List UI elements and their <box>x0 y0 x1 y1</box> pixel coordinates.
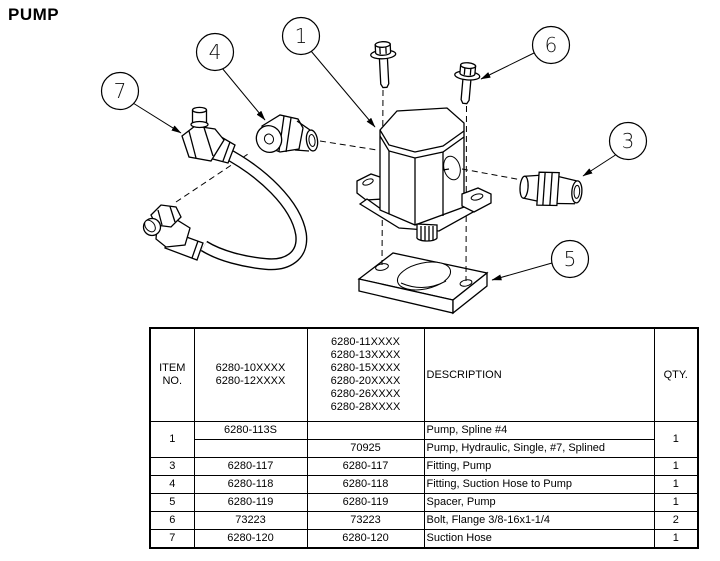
callout-1: 1 <box>281 16 321 56</box>
parts-table: ITEM NO. 6280-10XXXX 6280-12XXXX 6280-11… <box>149 327 699 549</box>
spacer-plate <box>357 252 489 315</box>
flange-bolt <box>454 62 481 105</box>
callout-7: 7 <box>100 71 140 111</box>
table-row: 6 73223 73223 Bolt, Flange 3/8-16x1-1/4 … <box>149 511 699 530</box>
qty-cell: 2 <box>653 511 699 530</box>
leader-line-3 <box>582 153 618 177</box>
item-cell: 6 <box>149 511 195 530</box>
part-b-cell: 70925 <box>306 439 425 458</box>
port-align-line <box>461 168 523 181</box>
description-cell: Bolt, Flange 3/8-16x1-1/4 <box>423 511 655 530</box>
header-qty: QTY. <box>653 327 699 422</box>
header-description: DESCRIPTION <box>423 327 655 422</box>
part-a-cell: 73223 <box>193 511 308 530</box>
hose-lower-fitting <box>142 204 204 261</box>
qty-cell: 1 <box>653 421 699 458</box>
elbow-fitting <box>255 114 319 154</box>
hose-upper-fitting <box>181 106 236 164</box>
part-a-cell <box>193 439 308 458</box>
leader-line-1 <box>310 50 376 128</box>
description-cell: Pump, Spline #4 <box>423 421 655 440</box>
table-row: 3 6280-117 6280-117 Fitting, Pump 1 <box>149 457 699 476</box>
leader-line-6 <box>480 52 535 80</box>
part-a-cell: 6280-113S <box>193 421 308 440</box>
part-b-cell: 6280-117 <box>306 457 425 476</box>
item-cell: 3 <box>149 457 195 476</box>
part-b-cell: 6280-118 <box>306 475 425 494</box>
table-row: 70925 Pump, Hydraulic, Single, #7, Splin… <box>150 439 698 458</box>
qty-cell: 1 <box>653 475 699 494</box>
svg-text:7: 7 <box>114 79 127 103</box>
svg-text:5: 5 <box>564 247 577 271</box>
leader-line-4 <box>221 67 266 121</box>
description-cell: Fitting, Pump <box>423 457 655 476</box>
table-row: 5 6280-119 6280-119 Spacer, Pump 1 <box>149 493 699 512</box>
suction-hose <box>142 106 308 271</box>
description-cell: Fitting, Suction Hose to Pump <box>423 475 655 494</box>
header-item-no: ITEM NO. <box>149 327 195 422</box>
header-models-a: 6280-10XXXX 6280-12XXXX <box>193 327 308 422</box>
exploded-diagram: 1 4 6 7 3 5 <box>100 16 648 315</box>
callout-4: 4 <box>195 32 235 72</box>
qty-cell: 1 <box>653 529 699 549</box>
table-row: 1 6280-113S Pump, Spline #4 1 <box>149 421 699 458</box>
leader-line-5 <box>491 262 553 281</box>
part-a-cell: 6280-117 <box>193 457 308 476</box>
description-cell: Spacer, Pump <box>423 493 655 512</box>
item-cell: 4 <box>149 475 195 494</box>
part-b-cell: 73223 <box>306 511 425 530</box>
svg-text:3: 3 <box>622 129 635 153</box>
pump-shaft <box>416 223 438 242</box>
part-a-cell: 6280-120 <box>193 529 308 549</box>
qty-cell: 1 <box>653 493 699 512</box>
callout-6: 6 <box>531 25 571 65</box>
svg-text:1: 1 <box>295 24 308 48</box>
item-cell: 7 <box>149 529 195 549</box>
part-a-cell: 6280-119 <box>193 493 308 512</box>
leader-line-7 <box>132 102 182 134</box>
bolt-axis-line <box>381 89 384 266</box>
elbow-align-line <box>319 140 378 151</box>
svg-text:4: 4 <box>209 40 222 64</box>
table-row: 4 6280-118 6280-118 Fitting, Suction Hos… <box>149 475 699 494</box>
pump-body <box>356 107 492 242</box>
callout-3: 3 <box>608 121 648 161</box>
bolt-axis-line <box>465 105 467 282</box>
description-cell: Pump, Hydraulic, Single, #7, Splined <box>423 439 655 458</box>
callout-5: 5 <box>550 239 590 279</box>
page-title: PUMP <box>8 5 60 24</box>
flange-bolt <box>370 41 397 89</box>
item-cell: 1 <box>149 421 195 458</box>
svg-text:6: 6 <box>545 33 558 57</box>
part-b-cell: 6280-120 <box>306 529 425 549</box>
header-models-b: 6280-11XXXX 6280-13XXXX 6280-15XXXX 6280… <box>306 327 425 422</box>
part-b-cell: 6280-119 <box>306 493 425 512</box>
item-cell: 5 <box>149 493 195 512</box>
pump-fitting <box>519 171 583 207</box>
part-b-cell <box>306 421 425 440</box>
table-row: 7 6280-120 6280-120 Suction Hose 1 <box>149 529 699 549</box>
description-cell: Suction Hose <box>423 529 655 549</box>
qty-cell: 1 <box>653 457 699 476</box>
table-header-row: ITEM NO. 6280-10XXXX 6280-12XXXX 6280-11… <box>149 327 699 422</box>
part-a-cell: 6280-118 <box>193 475 308 494</box>
